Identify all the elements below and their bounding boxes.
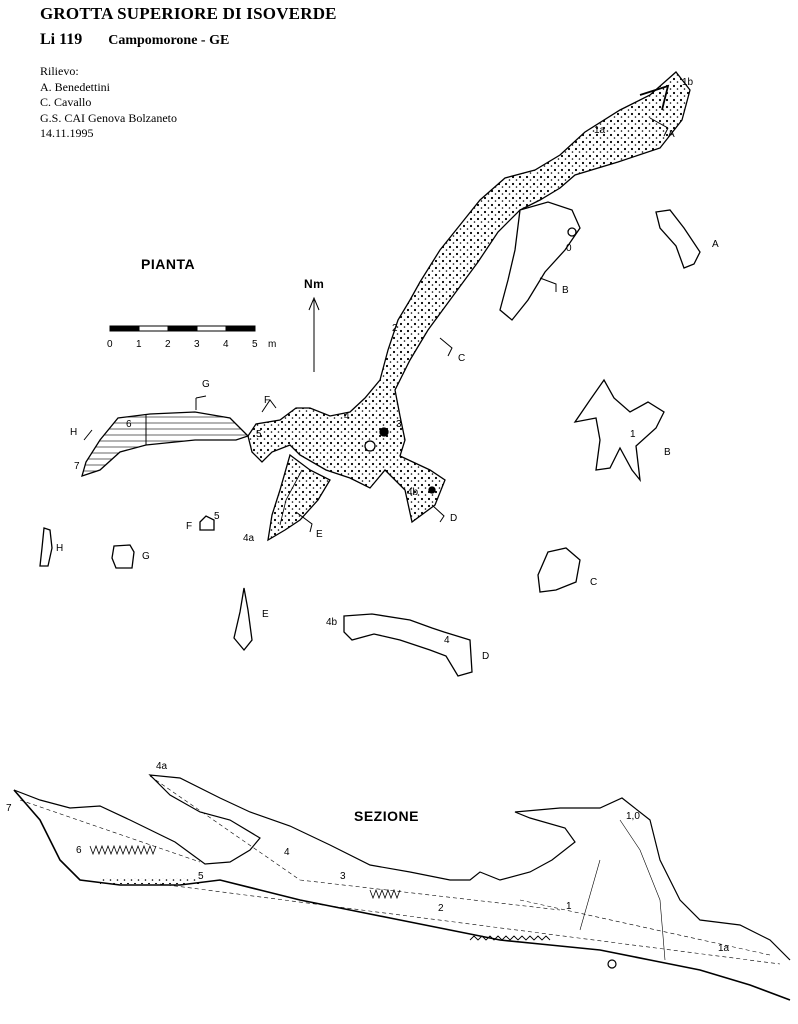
scale-tick: 0 <box>107 339 113 350</box>
scale-unit: m <box>268 339 277 350</box>
profile-station-label: 2 <box>438 903 444 914</box>
north-arrow-icon <box>308 296 320 372</box>
cross-section-B-station: 1 <box>630 429 636 440</box>
plan-lower-branch <box>267 453 331 542</box>
station-label: 3 <box>396 419 402 430</box>
plan-west-gallery <box>81 411 250 478</box>
cross-section-G-label: G <box>142 551 150 562</box>
cross-section-C-label: C <box>590 577 598 588</box>
station-label: 0 <box>566 243 572 254</box>
cut-A <box>649 117 669 137</box>
section-label: C <box>458 353 466 364</box>
cross-section-H-label: H <box>56 543 64 554</box>
map-title: GROTTA SUPERIORE DI ISOVERDE <box>40 4 337 23</box>
section-label: E <box>316 529 323 540</box>
cut-D <box>431 504 445 523</box>
municipality: Campomorone - GE <box>108 33 230 48</box>
profile-station-label: 3 <box>340 871 346 882</box>
cross-section-C-shape <box>537 547 581 593</box>
cut-F <box>261 399 277 413</box>
cross-section-E-label: E <box>262 609 269 620</box>
profile-station-label: 5 <box>198 871 204 882</box>
section-label: H <box>70 427 78 438</box>
station-label: 1a <box>594 125 606 136</box>
section-label: F <box>264 395 271 406</box>
profile-ceiling <box>13 774 791 961</box>
north-label: Nm <box>304 277 325 291</box>
cross-section-A-shape <box>655 209 701 269</box>
survey-credits: Rilievo: A. Benedettini C. Cavallo G.S. … <box>40 64 177 142</box>
cross-sections <box>39 209 701 677</box>
profile-station-label: 4 <box>284 847 290 858</box>
cross-section-G-shape <box>111 544 135 569</box>
station-label: 4 <box>344 411 350 422</box>
scale-bar <box>109 325 256 332</box>
surveyor-2: C. Cavallo <box>40 95 92 109</box>
scale-tick: 1 <box>136 339 142 350</box>
station-0-marker <box>567 227 577 237</box>
scale-tick: 3 <box>194 339 200 350</box>
section-label: A <box>668 129 675 140</box>
cut-B <box>539 277 557 292</box>
cross-section-A-label: A <box>712 239 719 250</box>
station-label: 2 <box>392 323 398 334</box>
station-label: 4b <box>407 487 419 498</box>
section-label: B <box>562 285 569 296</box>
cut-E <box>295 511 313 533</box>
plan-upper-gallery <box>247 71 691 524</box>
cross-section-B-shape <box>573 378 665 483</box>
cross-section-E-shape <box>233 587 253 652</box>
profile-floor <box>13 789 791 1001</box>
station-label: 7 <box>74 461 80 472</box>
profile-station-label: 1,0 <box>626 811 640 822</box>
survey-date: 14.11.1995 <box>40 126 94 140</box>
profile-view <box>13 774 791 1001</box>
plan-side-branch <box>499 201 581 321</box>
station-label: 1b <box>682 77 694 88</box>
survey-group: G.S. CAI Genova Bolzaneto <box>40 110 177 125</box>
cross-section-F-label: F <box>186 521 193 532</box>
station-label: 6 <box>126 419 132 430</box>
scale-tick: 4 <box>223 339 229 350</box>
plan-title: PIANTA <box>141 256 196 272</box>
section-label: G <box>202 379 210 390</box>
station-label: 5 <box>256 429 262 440</box>
cross-section-F-station: 5 <box>214 511 220 522</box>
profile-station-label: 1a <box>718 943 730 954</box>
profile-station-label: 6 <box>76 845 82 856</box>
cave-id-line: Li 119 Campomorone - GE <box>40 31 229 49</box>
cross-section-D-shape <box>343 613 473 677</box>
cross-section-D-station: 4 <box>444 635 450 646</box>
section-label: D <box>450 513 458 524</box>
surveyor-1: A. Benedettini <box>40 79 110 94</box>
cave-code: Li 119 <box>40 31 83 48</box>
scale-tick: 2 <box>165 339 171 350</box>
cut-H <box>83 429 93 441</box>
profile-station-label: 7 <box>6 803 12 814</box>
profile-title: SEZIONE <box>354 808 419 824</box>
cross-section-F-shape <box>199 515 215 531</box>
station-label: 4a <box>243 533 255 544</box>
cross-section-D-label: D <box>482 651 490 662</box>
credits-heading: Rilievo: <box>40 64 79 78</box>
profile-station-label: 4a <box>156 761 168 772</box>
plan-view <box>81 71 691 542</box>
cross-section-D-station: 4b <box>326 617 338 628</box>
cross-section-B-label: B <box>664 447 671 458</box>
scale-tick: 5 <box>252 339 258 350</box>
cut-C <box>439 337 453 357</box>
profile-station-label: 1 <box>566 901 572 912</box>
cross-section-H-shape <box>39 527 53 567</box>
cut-G <box>195 395 207 410</box>
